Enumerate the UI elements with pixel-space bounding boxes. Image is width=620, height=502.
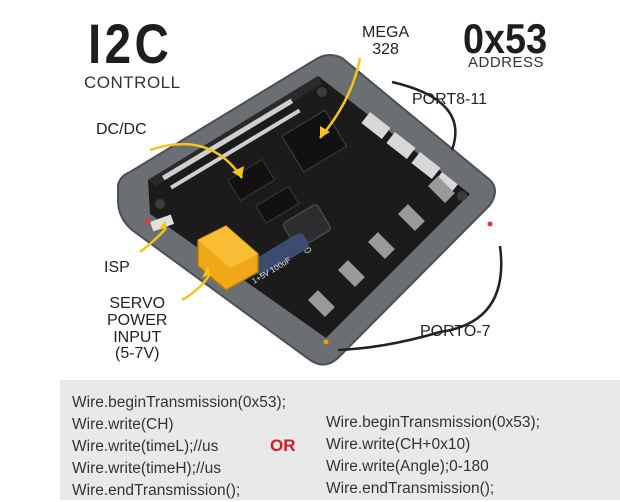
isp-header — [150, 214, 175, 232]
label-mega328-line1: MEGA — [362, 24, 410, 41]
page-subtitle: CONTROLL — [84, 73, 181, 92]
arrow-dcdc — [149, 142, 244, 179]
label-isp: ISP — [104, 259, 130, 276]
bottom-port-headers — [308, 176, 455, 317]
code-right-line: Wire.write(Angle);0-180 — [326, 458, 489, 475]
label-dcdc: DC/DC — [96, 121, 147, 138]
code-left-line: Wire.endTransmission(); — [72, 482, 241, 499]
code-right: Wire.beginTransmission(0x53); Wire.write… — [326, 412, 540, 500]
bracket-port8-11 — [391, 80, 457, 151]
dcdc-chip — [227, 158, 276, 202]
pcb — [148, 76, 470, 338]
code-right-line: Wire.endTransmission(); — [326, 480, 495, 497]
code-left-line: Wire.write(timeL);//us — [72, 438, 219, 455]
code-left-line: Wire.beginTransmission(0x53); — [72, 394, 286, 411]
label-servo-line4: (5-7V) — [115, 345, 160, 363]
or-separator: OR — [270, 436, 296, 455]
capacitor — [252, 233, 309, 276]
code-right-line: Wire.beginTransmission(0x53); — [326, 414, 540, 431]
address-label: ADDRESS — [468, 54, 545, 71]
label-port0-7: PORTO-7 — [420, 323, 491, 340]
label-mega328-line2: 328 — [372, 40, 399, 58]
code-left-line: Wire.write(timeH);//us — [72, 460, 221, 477]
label-servo-power: SERVO POWER INPUT (5-7V) — [107, 295, 168, 363]
arrow-servo-power — [181, 273, 212, 302]
label-mega328: MEGA 328 — [362, 24, 410, 59]
label-port8-11: PORT8-11 — [412, 91, 487, 108]
code-left: Wire.beginTransmission(0x53); Wire.write… — [72, 392, 286, 502]
top-left-pin-row — [162, 98, 301, 190]
led-left — [145, 219, 151, 225]
label-servo-line2: POWER — [107, 311, 168, 329]
label-servo-line3: INPUT — [113, 328, 162, 346]
led-bottom — [323, 339, 329, 345]
dcdc-chip-2 — [255, 185, 300, 224]
code-left-line: Wire.write(CH) — [72, 416, 174, 433]
screw-right — [457, 191, 467, 201]
address-value: 0x53 — [463, 15, 548, 62]
servo-controller-board-illustration: 330 1+5V 100uF — [117, 54, 503, 366]
code-right-line: Wire.write(CH+0x10) — [326, 436, 471, 453]
screw-left — [155, 199, 165, 209]
label-servo-line1: SERVO — [109, 295, 166, 312]
bracket-port0-7 — [337, 245, 503, 352]
code-panel — [60, 380, 620, 500]
led-right — [487, 221, 493, 227]
page-title: I2C — [88, 12, 173, 75]
arrow-isp — [139, 227, 167, 253]
right-port-headers — [361, 111, 458, 194]
screw-top — [317, 87, 327, 97]
